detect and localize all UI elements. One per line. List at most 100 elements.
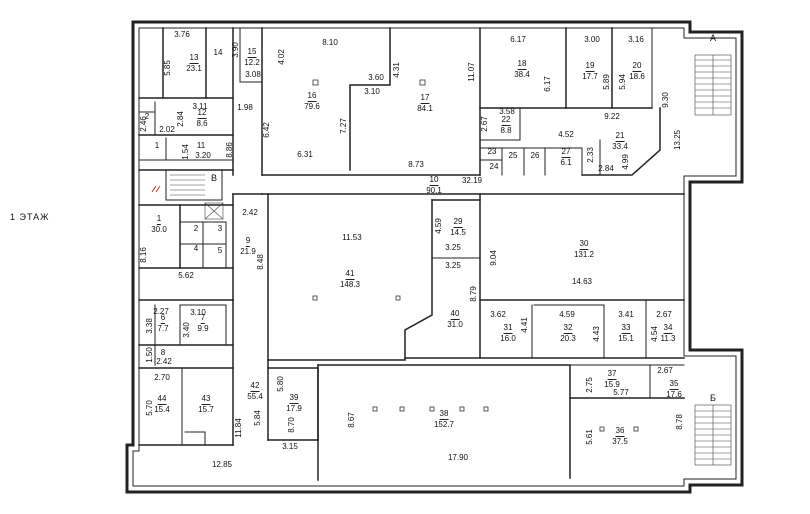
stair-b: [694, 404, 732, 466]
dimension: 8.78: [675, 414, 684, 430]
wall: [581, 107, 661, 176]
room-area: 15.9: [604, 380, 620, 389]
dimension: 3.41: [618, 310, 634, 319]
room-number: 27: [561, 147, 571, 158]
shaft: [204, 202, 224, 220]
dimension: 3.10: [364, 87, 380, 96]
stair-a-steps: [695, 55, 731, 115]
room-area: 31.0: [447, 320, 463, 329]
room-area: 30.0: [151, 225, 167, 234]
room-number: 20: [632, 61, 642, 72]
columns: [312, 79, 639, 432]
room-area: 15.7: [198, 405, 214, 414]
room-area: 6.1: [560, 158, 572, 167]
dimension: 4.41: [520, 317, 529, 333]
room-number: 1: [156, 214, 162, 225]
room-area: 55.4: [247, 392, 263, 401]
room-number: 6: [160, 313, 166, 324]
dimension: 4.02: [277, 49, 286, 65]
dimension: 14.63: [571, 277, 593, 286]
dimension: 8.79: [469, 286, 478, 302]
dimension: 9.30: [661, 92, 670, 108]
dimension: 5.85: [163, 60, 172, 76]
dimension: 8.10: [322, 38, 338, 47]
dimension: 5.70: [145, 400, 154, 416]
column: [312, 79, 319, 86]
column: [419, 79, 426, 86]
dimension: 12.85: [211, 460, 233, 469]
dimension: 11.07: [467, 62, 476, 82]
stair-b-steps: [695, 405, 731, 465]
column: [312, 295, 318, 301]
room-number: 11: [196, 141, 206, 150]
room-number: 2: [193, 224, 199, 233]
dimension: 3.08: [245, 70, 261, 79]
room-area: 8.6: [196, 119, 208, 128]
dimension: 6.17: [510, 35, 526, 44]
wall: [479, 107, 521, 141]
dimension: 3.11: [192, 102, 208, 111]
floor-label: 1 ЭТАЖ: [10, 212, 50, 222]
room-number: 7: [200, 313, 206, 324]
room-number: 43: [201, 394, 211, 405]
room-area: 17.6: [666, 390, 682, 399]
column: [372, 406, 378, 412]
room-area: 20.3: [560, 334, 576, 343]
dimension: 8.48: [256, 254, 265, 270]
stair-letter-v: В: [210, 173, 218, 183]
room-number: 8: [160, 348, 166, 357]
dimension: 3.60: [368, 73, 384, 82]
dimension: 3.00: [584, 35, 600, 44]
column: [459, 406, 465, 412]
room-number: 30: [579, 239, 589, 250]
dimension: 3.40: [182, 322, 191, 338]
column: [599, 426, 605, 432]
room-area: 37.5: [612, 437, 628, 446]
room-area: 38.4: [514, 70, 530, 79]
outer-wall: [125, 20, 744, 494]
column: [483, 406, 489, 412]
room-number: 17: [420, 93, 430, 104]
room-area: 9.9: [197, 324, 209, 333]
dimension: 9.22: [604, 112, 620, 121]
dimension: 2.75: [585, 377, 594, 393]
room-number: 32: [563, 323, 573, 334]
dimension: 2.02: [159, 125, 175, 134]
dimension: 1.50: [145, 347, 154, 363]
dimension: 2.84: [176, 111, 185, 127]
dimension: 3.62: [490, 310, 506, 319]
room-number: 10: [429, 175, 439, 186]
room-number: 13: [189, 53, 199, 64]
dimension: 8.73: [408, 160, 424, 169]
dimension: 2.33: [586, 147, 595, 163]
dimension: 11.53: [342, 233, 362, 242]
room-area: 14.5: [450, 228, 466, 237]
stair-v-steps: [170, 174, 205, 196]
stair-letter-b: Б: [710, 393, 716, 403]
dimension: 3.20: [195, 151, 211, 160]
dimension: 5.77: [613, 388, 629, 397]
dimension: 8.86: [225, 142, 234, 158]
walls: [125, 20, 744, 494]
dimension: 4.52: [558, 130, 574, 139]
dimension: 2.46: [139, 116, 148, 132]
room-area: 12.2: [244, 58, 260, 67]
inner-outline: [132, 27, 737, 487]
room-number: 16: [307, 91, 317, 102]
wall: [179, 221, 227, 269]
dimension: 2.84: [598, 164, 614, 173]
room-number: 42: [250, 381, 260, 392]
column: [395, 295, 401, 301]
room-area: 33.4: [612, 142, 628, 151]
dimension: 7.27: [339, 118, 348, 134]
dimension: 2.42: [242, 208, 258, 217]
column: [429, 406, 435, 412]
dimension: 5.84: [253, 410, 262, 426]
room-number: 9: [245, 236, 251, 247]
column: [399, 406, 405, 412]
room-number: 37: [607, 369, 617, 380]
room-number: 38: [439, 409, 449, 420]
dimension: 2.27: [153, 307, 169, 316]
room-number: 35: [669, 379, 679, 390]
